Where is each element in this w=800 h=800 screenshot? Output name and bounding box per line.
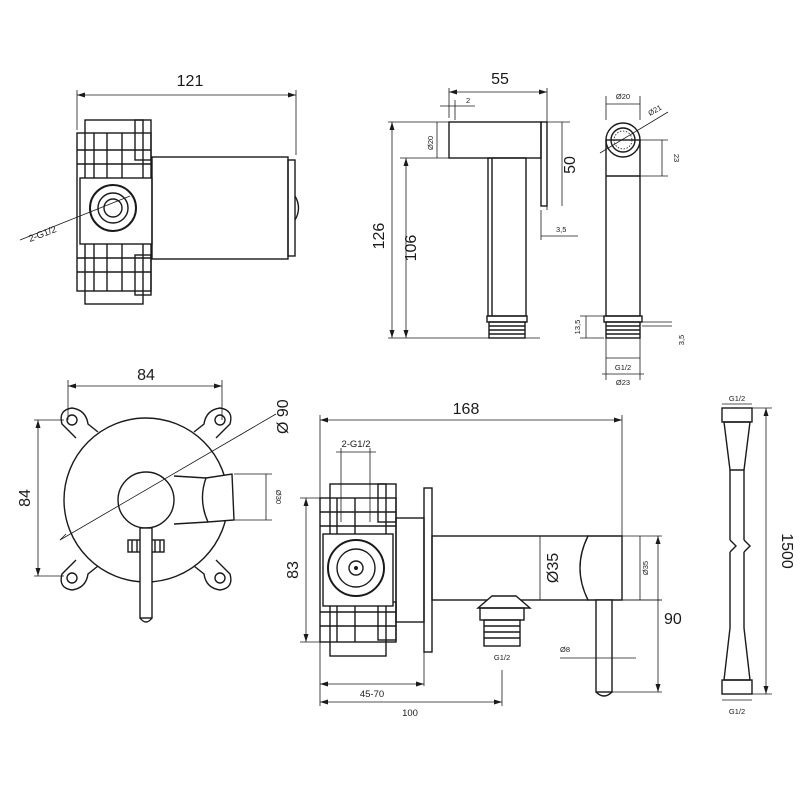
dim-spray-offset: 3,5 bbox=[556, 225, 566, 234]
dim-spray-dia: Ø20 bbox=[426, 136, 435, 150]
dim-top-width: 121 bbox=[177, 73, 204, 90]
dim-total-height: 126 bbox=[371, 223, 388, 250]
dim-plan-thread: 2-G1/2 bbox=[341, 439, 370, 450]
dim-front-dia: Ø 90 bbox=[275, 399, 292, 434]
dim-spray-head: 50 bbox=[562, 156, 579, 174]
dim-side-thread-len: 13,5 bbox=[573, 320, 582, 335]
dim-outlet-distance: 100 bbox=[402, 708, 418, 719]
dim-side-top-dia: Ø20 bbox=[616, 92, 630, 101]
spray-side-view: 55 2 Ø20 126 106 50 bbox=[371, 71, 579, 339]
dim-plan-outlet-thread: G1/2 bbox=[494, 653, 510, 662]
dim-plan-drop: 90 bbox=[664, 611, 682, 628]
dim-side-head-len: 23 bbox=[672, 154, 681, 162]
dim-total-length: 168 bbox=[453, 401, 480, 418]
dim-wall-range: 45-70 bbox=[360, 689, 384, 700]
mixer-top-view: 121 2-G1/2 bbox=[19, 73, 300, 305]
mount-lugs bbox=[60, 407, 232, 591]
spray-front-view: Ø20 Ø21 23 13,5 3,5 G1/2 Ø23 bbox=[573, 92, 686, 387]
dim-hose-bottom-thread: G1/2 bbox=[729, 707, 745, 716]
dim-side-thread: G1/2 bbox=[615, 363, 631, 372]
dim-plan-height: 83 bbox=[285, 561, 302, 579]
dim-side-base-dia: Ø23 bbox=[616, 378, 630, 387]
dim-front-height: 84 bbox=[17, 489, 34, 507]
dim-plan-body-dia-small: Ø35 bbox=[641, 561, 650, 575]
dim-side-head-dia: Ø21 bbox=[647, 103, 664, 118]
plate-front-view: 84 84 Ø30 bbox=[17, 367, 292, 623]
dim-spray-gap: 2 bbox=[466, 96, 470, 105]
dim-plan-pin-dia: Ø8 bbox=[560, 645, 570, 654]
dim-side-thread-step: 3,5 bbox=[677, 335, 686, 345]
label-thread: 2-G1/2 bbox=[27, 224, 58, 245]
mixer-plan-view: 168 2-G1/2 bbox=[285, 401, 682, 719]
dim-hose-length: 1500 bbox=[778, 533, 795, 569]
dim-body-height: 106 bbox=[403, 235, 420, 262]
dim-hose-top-thread: G1/2 bbox=[729, 394, 745, 403]
dim-front-width: 84 bbox=[137, 367, 155, 384]
dim-plan-body-dia: Ø35 bbox=[545, 553, 562, 583]
dim-spray-length: 55 bbox=[491, 71, 509, 88]
hose-view: G1/2 G1/2 1500 bbox=[721, 394, 795, 716]
dim-front-outlet-dia: Ø30 bbox=[274, 490, 283, 504]
